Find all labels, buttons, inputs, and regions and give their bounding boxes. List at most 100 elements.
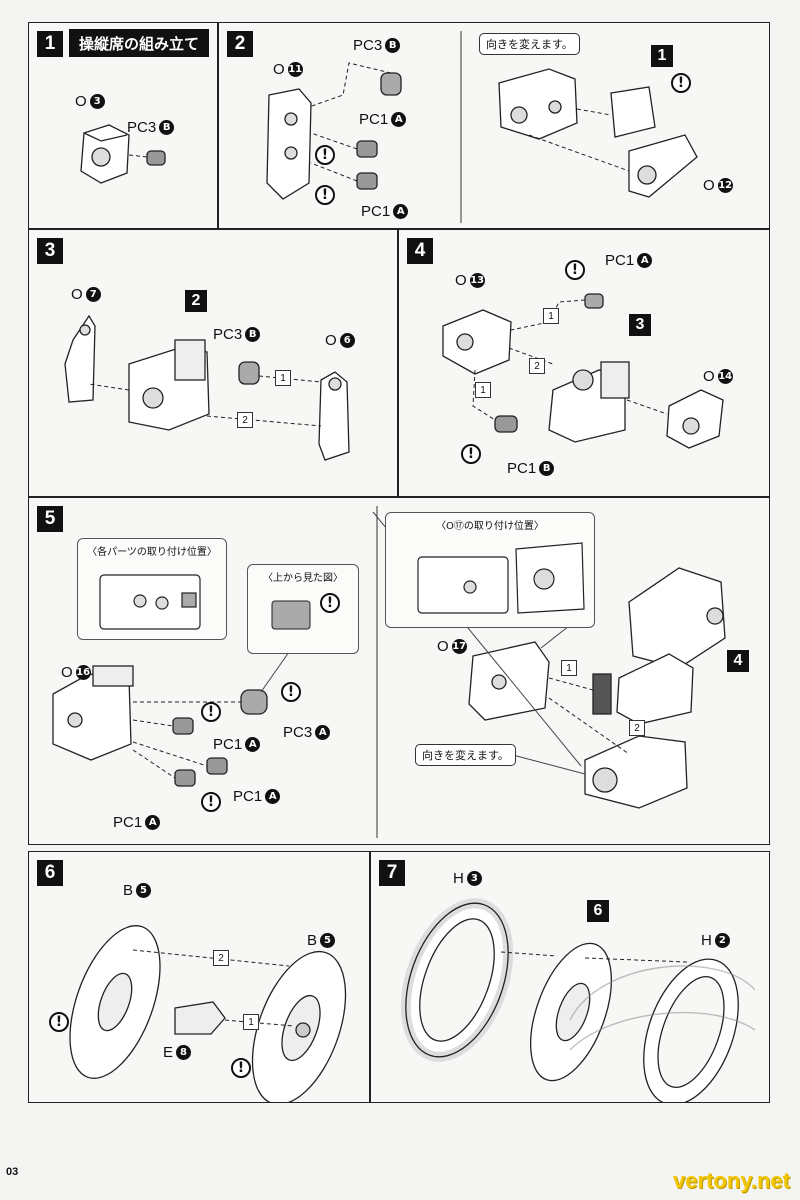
inset-diagram [271,600,311,630]
step-1-diagram [80,124,166,184]
subassembly-badge: 3 [629,314,651,336]
caution-icon: ! [49,1012,69,1032]
inset-caption: 〈O⑰の取り付け位置〉 [436,521,544,532]
part-number-badge: 5 [136,883,152,898]
part-number-badge: 16 [75,665,91,680]
subassembly-badge: 2 [185,290,207,312]
caution-icon: ! [565,260,585,280]
step-number: 4 [407,238,433,264]
order-marker: 1 [243,1014,259,1030]
order-marker: 2 [529,358,545,374]
step-number: 6 [37,860,63,886]
caution-icon: ! [315,145,335,165]
part-number-badge: 13 [469,273,485,288]
watermark-stamp [569,965,756,1051]
step-4-diagram [442,293,724,449]
step-2-panel: 2 [218,22,770,229]
inset-parts-position: 〈各パーツの取り付け位置〉 [77,538,227,640]
caution-icon: ! [320,593,340,613]
step-2-diagram [266,31,698,223]
order-marker: 1 [475,382,491,398]
order-marker: 2 [237,412,253,428]
part-number-badge: 14 [717,369,733,384]
part-number-badge: 7 [85,287,101,302]
part-letter-badge: A [245,737,261,752]
part-number-badge: 12 [717,178,733,193]
part-letter-badge: A [315,725,331,740]
caution-icon: ! [281,682,301,702]
part-letter-badge: A [391,112,407,127]
step-number: 1 [37,31,63,57]
subassembly-badge: 1 [651,45,673,67]
inset-caption: 〈上から見た図〉 [263,573,343,584]
part-letter-badge: B [245,327,261,342]
part-letter-badge: B [159,120,175,135]
subassembly-badge: 6 [587,900,609,922]
part-number-badge: 17 [451,639,467,654]
caution-icon: ! [315,185,335,205]
rotate-callout: 向きを変えます。 [415,744,516,766]
step-5-diagram [52,506,726,838]
order-marker: 1 [543,308,559,324]
order-marker: 1 [275,370,291,386]
part-number-badge: 11 [287,62,303,77]
step-3-diagram [64,314,350,461]
part-letter-badge: A [265,789,281,804]
step-6-diagram [69,925,347,1102]
part-letter-badge: A [637,253,653,268]
part-number-badge: 6 [339,333,355,348]
part-letter-badge: B [539,461,555,476]
caution-icon: ! [201,702,221,722]
order-marker: 1 [561,660,577,676]
part-number-badge: 5 [320,933,336,948]
subassembly-badge: 4 [727,650,749,672]
step-5-panel: 5 [28,497,770,845]
part-number-badge: 3 [89,94,105,109]
step-7-diagram [400,898,739,1102]
inset-caption: 〈各パーツの取り付け位置〉 [87,547,217,558]
step-number: 3 [37,238,63,264]
step-number: 7 [379,860,405,886]
order-marker: 2 [629,720,645,736]
step-number: 5 [37,506,63,532]
part-number-badge: 3 [466,871,482,886]
step-title: 操縦席の組み立て [69,29,210,57]
caution-icon: ! [231,1058,251,1078]
inset-diagram [99,574,201,630]
caution-icon: ! [201,792,221,812]
part-letter-badge: A [145,815,161,830]
part-number-badge: 2 [714,933,730,948]
watermark-site: vertony.net [673,1168,790,1193]
part-letter-badge: A [393,204,409,219]
